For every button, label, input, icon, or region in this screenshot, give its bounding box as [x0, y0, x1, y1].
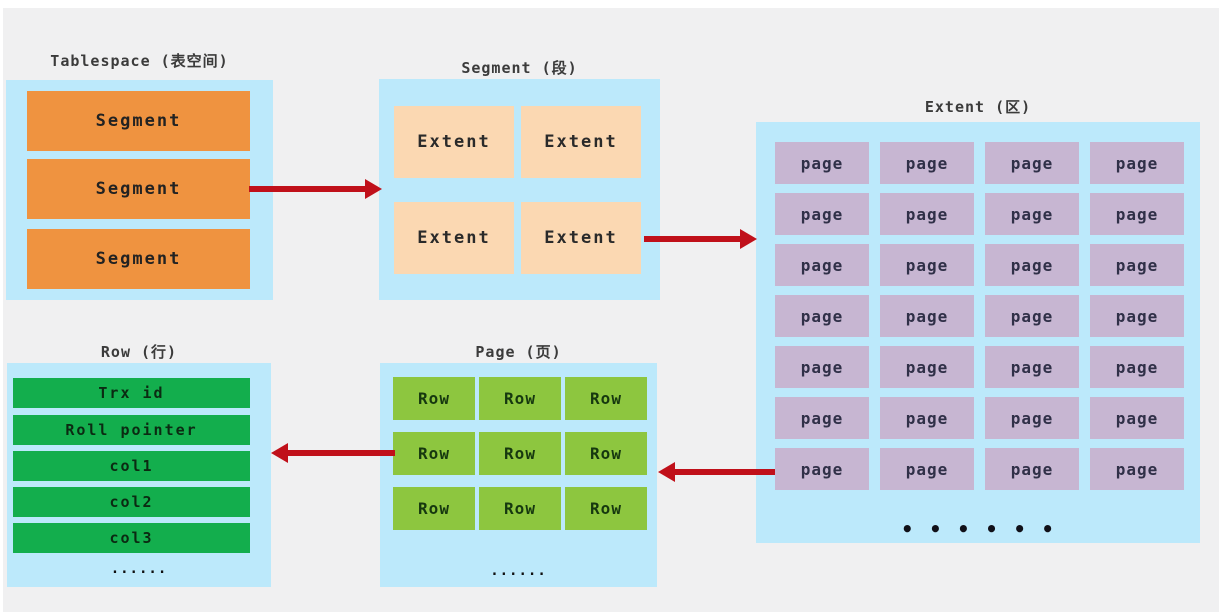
- page-grid: page page page page page page page page page page…: [775, 142, 1184, 490]
- row-cell: Row: [393, 487, 475, 530]
- row-cell: Row: [565, 432, 647, 475]
- page-cell: page: [775, 448, 869, 490]
- row-title: Row (行): [100, 343, 178, 361]
- page-cell: page: [1090, 244, 1184, 286]
- extent-panel: page page page page page page page page page page…: [756, 122, 1200, 543]
- arrow-extent-to-page: [658, 462, 775, 482]
- row-cell: Row: [479, 432, 561, 475]
- tablespace-panel: Segment Segment Segment: [6, 80, 273, 300]
- page-cell: page: [880, 295, 974, 337]
- page-cell: page: [985, 397, 1079, 439]
- page-cell: page: [1090, 142, 1184, 184]
- page-cell: page: [1090, 397, 1184, 439]
- arrow-page-to-row: [271, 443, 395, 463]
- arrow-shaft: [644, 236, 743, 242]
- page-cell: page: [880, 448, 974, 490]
- page-cell: page: [880, 244, 974, 286]
- row-cell: Row: [565, 487, 647, 530]
- row-cell: Row: [479, 487, 561, 530]
- extent-title: Extent (区): [924, 98, 1032, 116]
- page-cell: page: [985, 295, 1079, 337]
- page-cell: page: [1090, 448, 1184, 490]
- extent-box: Extent: [394, 106, 514, 178]
- tablespace-title: Tablespace (表空间): [50, 52, 229, 70]
- page-ellipsis: ......: [490, 563, 547, 579]
- arrow-head-icon: [365, 179, 382, 199]
- page-cell: page: [775, 397, 869, 439]
- row-field-col1: col1: [13, 451, 250, 481]
- page-cell: page: [1090, 193, 1184, 235]
- page-cell: page: [985, 193, 1079, 235]
- arrow-head-icon: [271, 443, 288, 463]
- page-cell: page: [775, 295, 869, 337]
- extent-box: Extent: [394, 202, 514, 274]
- arrow-segment-to-extent: [644, 229, 757, 249]
- page-cell: page: [880, 397, 974, 439]
- row-field-roll-pointer: Roll pointer: [13, 415, 250, 445]
- page-cell: page: [775, 346, 869, 388]
- page-cell: page: [880, 346, 974, 388]
- extent-ellipsis: • • • • • •: [901, 517, 1055, 541]
- page-cell: page: [775, 193, 869, 235]
- row-panel: Trx id Roll pointer col1 col2 col3 .....…: [7, 363, 271, 587]
- row-field-trx-id: Trx id: [13, 378, 250, 408]
- row-cell: Row: [393, 377, 475, 420]
- page-cell: page: [985, 244, 1079, 286]
- row-cell: Row: [479, 377, 561, 420]
- page-cell: page: [880, 142, 974, 184]
- segment-box: Segment: [27, 91, 250, 151]
- arrow-tablespace-to-segment: [249, 179, 382, 199]
- extent-box: Extent: [521, 202, 641, 274]
- row-field-col3: col3: [13, 523, 250, 553]
- row-ellipsis: ......: [110, 561, 168, 577]
- row-field-col2: col2: [13, 487, 250, 517]
- segment-box: Segment: [27, 159, 250, 219]
- arrow-head-icon: [658, 462, 675, 482]
- left-white-strip: [0, 0, 3, 612]
- arrow-shaft: [672, 469, 775, 475]
- page-cell: page: [775, 142, 869, 184]
- row-cell: Row: [565, 377, 647, 420]
- arrow-shaft: [249, 186, 368, 192]
- page-cell: page: [775, 244, 869, 286]
- page-title: Page (页): [475, 343, 562, 361]
- page-cell: page: [985, 142, 1079, 184]
- page-cell: page: [985, 448, 1079, 490]
- segment-box: Segment: [27, 229, 250, 289]
- extent-box: Extent: [521, 106, 641, 178]
- arrow-shaft: [285, 450, 395, 456]
- arrow-head-icon: [740, 229, 757, 249]
- page-cell: page: [985, 346, 1079, 388]
- segment-panel: Extent Extent Extent Extent: [379, 79, 660, 300]
- page-cell: page: [1090, 295, 1184, 337]
- page-cell: page: [1090, 346, 1184, 388]
- segment-title: Segment (段): [461, 59, 578, 77]
- page-cell: page: [880, 193, 974, 235]
- top-white-strip: [0, 0, 1219, 8]
- row-cell: Row: [393, 432, 475, 475]
